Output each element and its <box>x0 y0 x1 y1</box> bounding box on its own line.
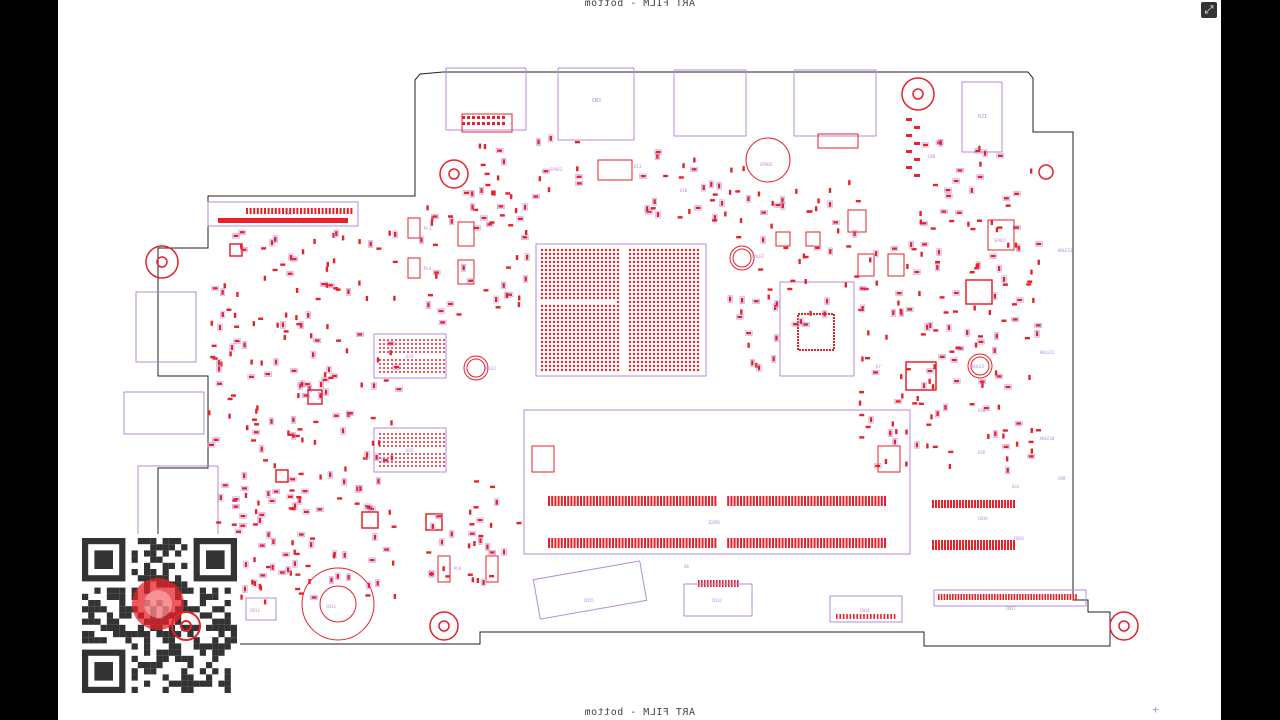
svg-text:HOLE2: HOLE2 <box>752 254 765 259</box>
svg-text:HOLE10: HOLE10 <box>1040 436 1055 441</box>
svg-text:CN11: CN11 <box>250 608 260 613</box>
svg-text:CN14: CN14 <box>860 608 870 613</box>
qr-code-overlay <box>78 534 240 698</box>
svg-text:CN20: CN20 <box>1014 536 1024 541</box>
mounting-holes <box>145 77 1139 641</box>
right-ics <box>229 243 993 531</box>
plus-marker-icon: + <box>1152 703 1159 716</box>
svg-text:CN12: CN12 <box>712 598 722 603</box>
svg-text:RJ1: RJ1 <box>978 114 987 120</box>
svg-text:CN19: CN19 <box>978 516 988 521</box>
svg-text:PL9: PL9 <box>454 566 462 571</box>
svg-text:HOLE1: HOLE1 <box>484 366 497 371</box>
memory-chips: U24 U25 <box>373 333 447 473</box>
svg-text:CN15: CN15 <box>584 598 594 603</box>
svg-text:SPAD3: SPAD3 <box>550 167 563 172</box>
svg-text:SPAD7: SPAD7 <box>994 238 1007 243</box>
smd-pads <box>207 134 1043 605</box>
svg-text:PL4: PL4 <box>424 266 432 271</box>
fit-screen-icon[interactable]: ⤢ <box>1201 2 1217 18</box>
inductors <box>407 209 1015 583</box>
svg-text:SPAD6: SPAD6 <box>760 162 773 167</box>
top-ports: CN3 RJ1 <box>445 67 1003 181</box>
svg-text:U28: U28 <box>978 408 986 413</box>
svg-text:HOLE12: HOLE12 <box>1040 350 1055 355</box>
svg-text:CN17: CN17 <box>1006 606 1016 611</box>
svg-text:CN9: CN9 <box>1058 476 1066 481</box>
svg-text:U13: U13 <box>634 164 642 169</box>
pch-chip <box>779 281 855 377</box>
svg-text:U31: U31 <box>1012 484 1020 489</box>
svg-text:U18: U18 <box>680 188 688 193</box>
svg-text:U26: U26 <box>978 450 986 455</box>
bottom-connectors: CN17 CN14 CN12 CN15 CN11 <box>245 560 1087 623</box>
left-ports <box>123 291 219 547</box>
svg-text:U25: U25 <box>406 448 414 453</box>
svg-text:CN8: CN8 <box>928 154 936 159</box>
svg-text:PL1: PL1 <box>424 226 432 231</box>
film-label-bottom: ART FILM - bottom <box>584 707 695 718</box>
pcb-viewer[interactable]: ART FILM - bottom CN1 CN3 RJ1 <box>58 0 1221 720</box>
svg-text:CN13: CN13 <box>326 604 336 609</box>
dimm-slot: JDIM1 <box>523 409 911 555</box>
svg-text:U6: U6 <box>684 564 689 569</box>
svg-text:CN3: CN3 <box>592 98 601 104</box>
svg-text:U7: U7 <box>876 364 881 369</box>
svg-text:HOLE3: HOLE3 <box>972 364 985 369</box>
right-connectors <box>246 116 1077 619</box>
svg-text:U24: U24 <box>406 354 414 359</box>
cpu-bga-package <box>535 243 707 377</box>
pcb-board-drawing[interactable]: CN1 CN3 RJ1 <box>58 0 1221 720</box>
svg-text:JDIM1: JDIM1 <box>708 520 721 525</box>
board-outline <box>157 71 1111 647</box>
svg-text:HOLE13: HOLE13 <box>1058 248 1073 253</box>
